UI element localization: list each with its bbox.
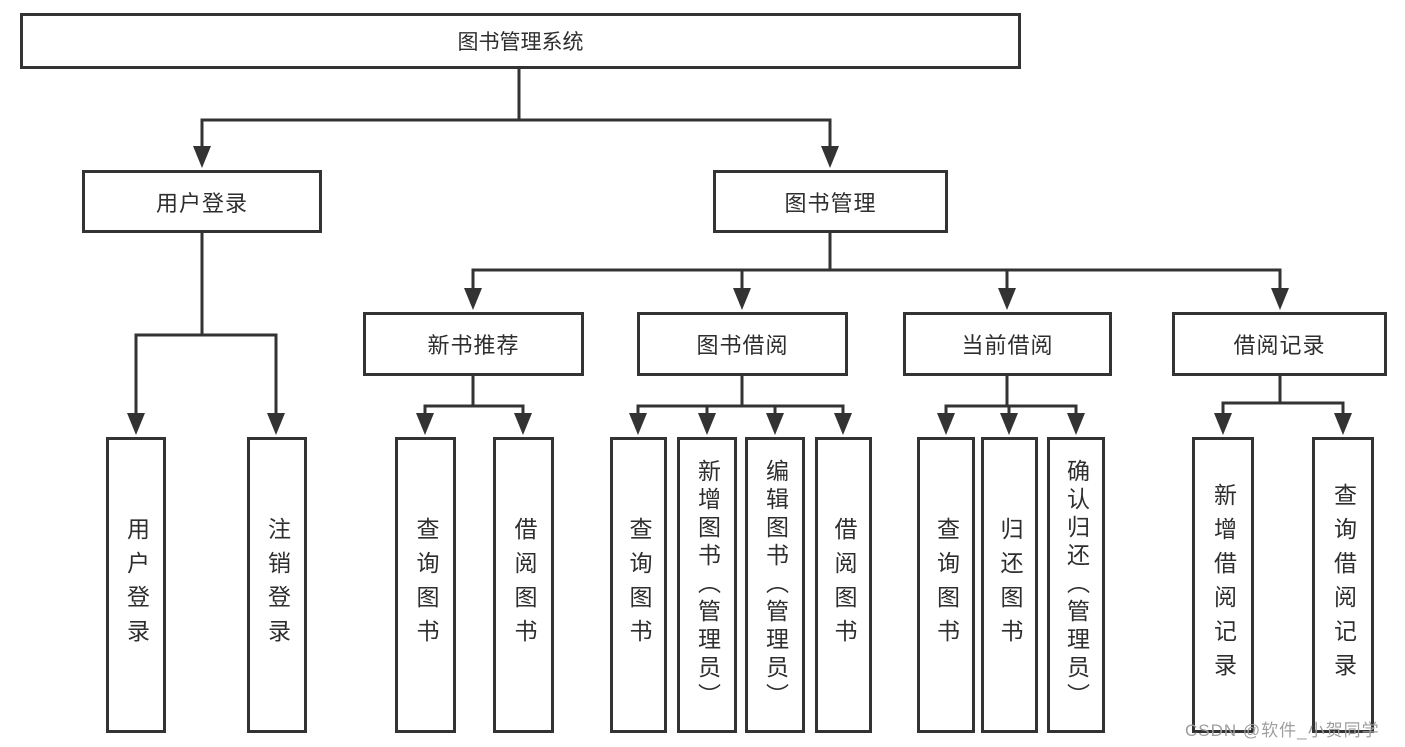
leaf-borrow-books-recommendation: 借阅图书 [493, 437, 554, 733]
leaf-edit-books-admin: 编辑图书（管理员） [745, 437, 805, 733]
leaf-label: 查询图书 [626, 517, 652, 653]
leaf-query-borrow-record: 查询借阅记录 [1312, 437, 1374, 733]
node-book-management: 图书管理 [713, 170, 948, 233]
leaf-label: 查询图书 [933, 517, 960, 653]
node-label: 新书推荐 [427, 333, 520, 358]
tree-edges [134, 69, 1345, 415]
leaf-query-books-recommendation: 查询图书 [395, 437, 456, 733]
leaf-label: 借阅图书 [511, 517, 537, 653]
node-label: 用户登录 [155, 190, 248, 216]
arrowheads [127, 146, 1352, 435]
node-label: 当前借阅 [961, 333, 1054, 358]
leaf-query-books-current: 查询图书 [917, 437, 975, 733]
leaf-label: 确认归还（管理员） [1063, 459, 1090, 711]
leaf-label: 用户登录 [123, 517, 150, 653]
leaf-add-books-admin: 新增图书（管理员） [677, 437, 737, 733]
leaf-borrow-books: 借阅图书 [815, 437, 872, 733]
node-book-borrowing: 图书借阅 [637, 312, 848, 376]
node-label: 图书管理系统 [457, 31, 584, 54]
node-user-login: 用户登录 [82, 170, 322, 233]
node-borrowing-records: 借阅记录 [1172, 312, 1387, 376]
leaf-query-books-borrowing: 查询图书 [610, 437, 667, 733]
leaf-confirm-return-admin: 确认归还（管理员） [1047, 437, 1105, 733]
node-label: 借阅记录 [1233, 333, 1326, 358]
leaf-return-books: 归还图书 [981, 437, 1038, 733]
leaf-logout: 注销登录 [247, 437, 307, 733]
leaf-label: 编辑图书（管理员） [762, 459, 789, 711]
node-new-book-recommendation: 新书推荐 [363, 312, 584, 376]
leaf-user-login: 用户登录 [106, 437, 166, 733]
leaf-label: 注销登录 [264, 517, 291, 653]
node-label: 图书借阅 [696, 333, 789, 358]
node-label: 图书管理 [784, 190, 877, 216]
node-current-borrowing: 当前借阅 [903, 312, 1112, 376]
leaf-add-borrow-record: 新增借阅记录 [1192, 437, 1254, 733]
leaf-label: 新增借阅记录 [1210, 483, 1237, 687]
leaf-label: 新增图书（管理员） [694, 459, 721, 711]
leaf-label: 查询图书 [413, 517, 439, 653]
csdn-watermark: CSDN @软件_小贺同学 [1185, 721, 1380, 740]
leaf-label: 归还图书 [997, 517, 1023, 653]
leaf-label: 查询借阅记录 [1330, 483, 1357, 687]
leaf-label: 借阅图书 [831, 517, 857, 653]
node-library-management-system: 图书管理系统 [20, 13, 1021, 69]
